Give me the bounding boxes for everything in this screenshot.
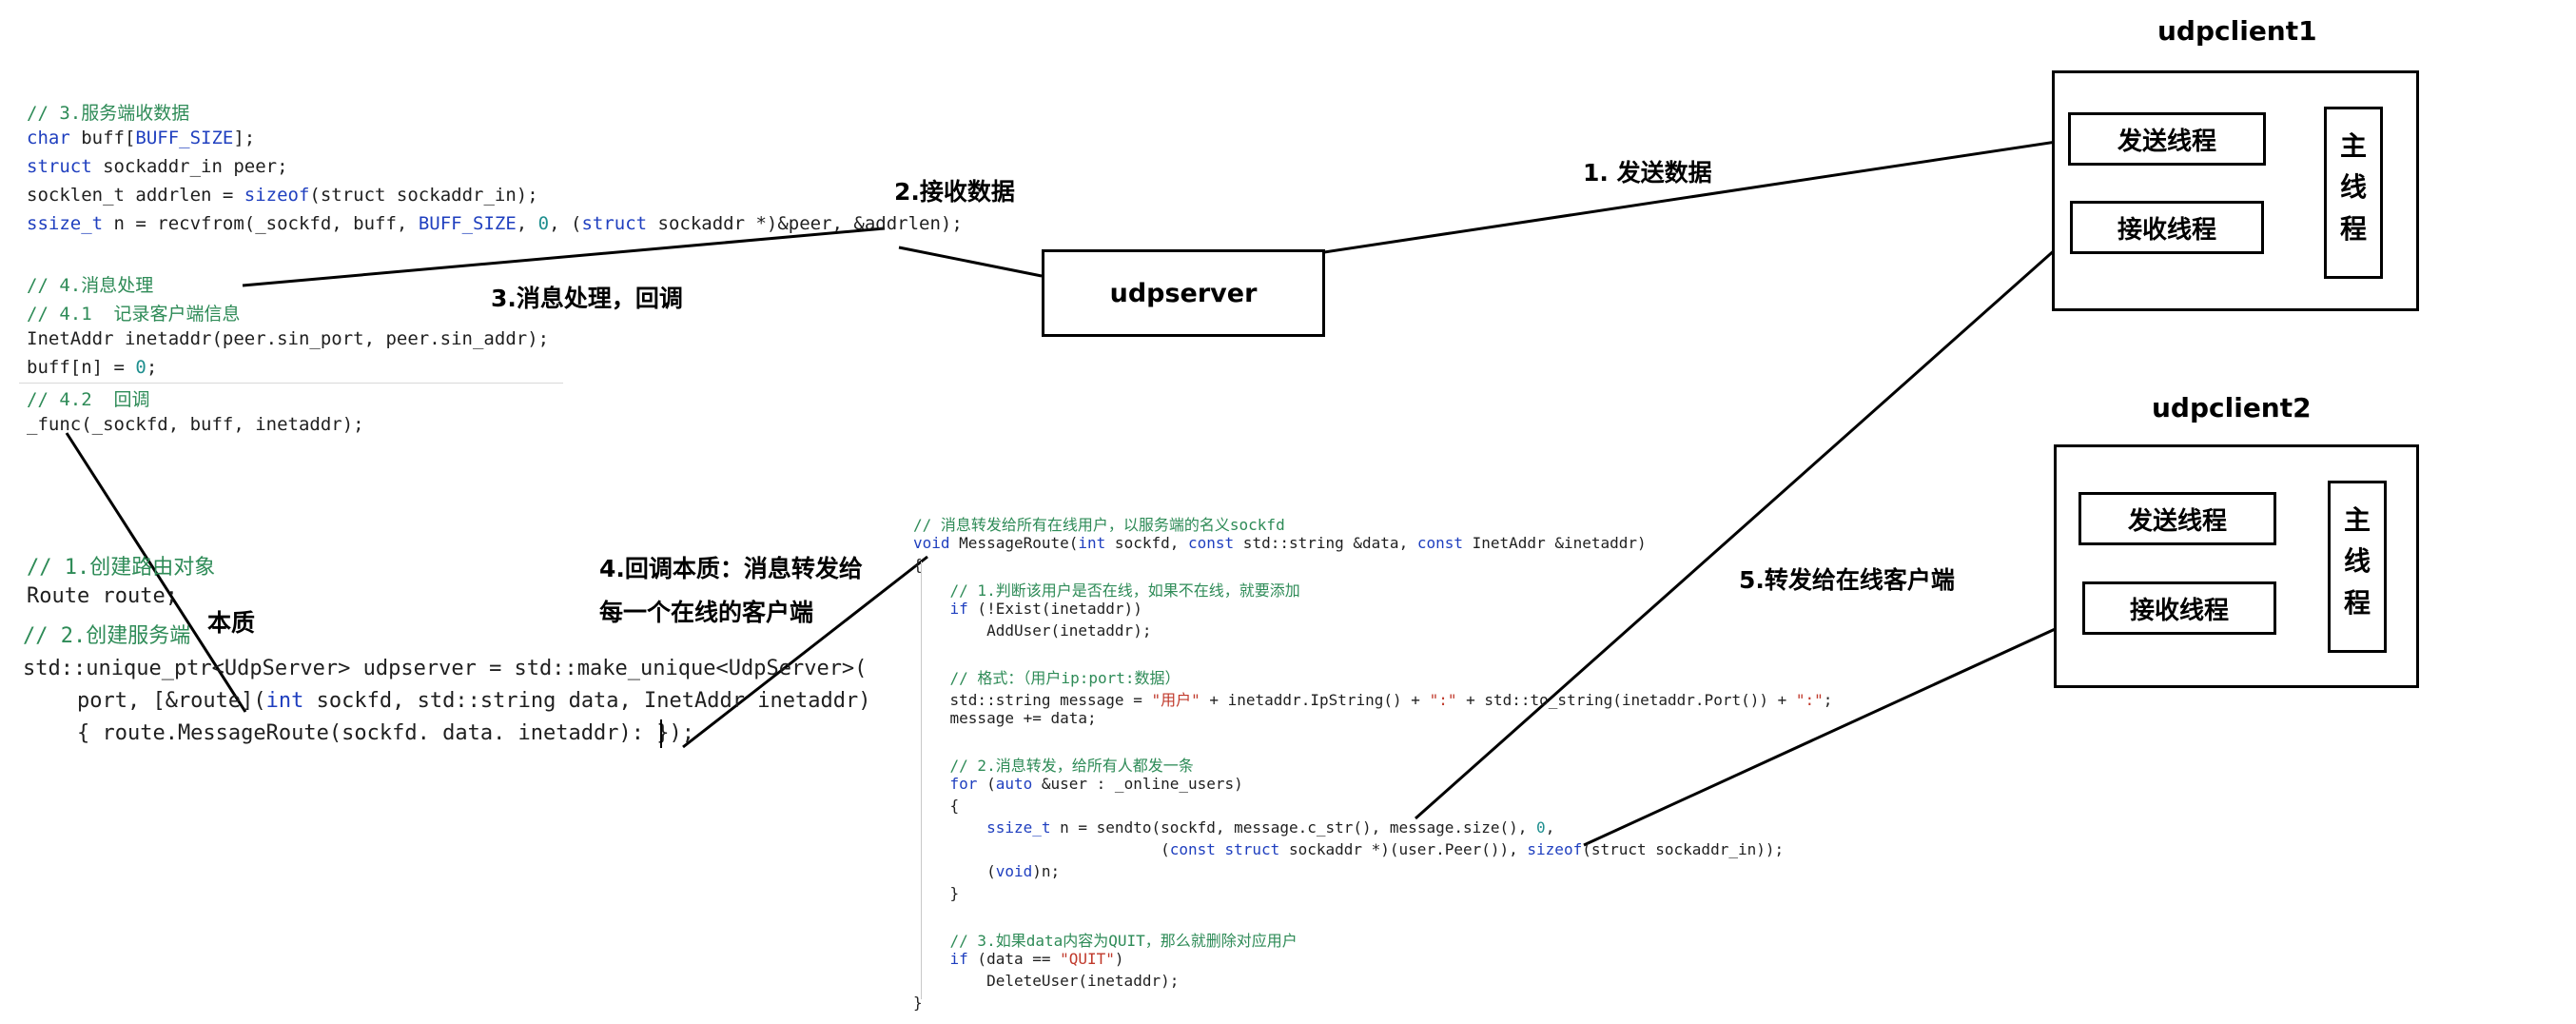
udpclient1-title: udpclient1 [2157,15,2317,47]
code-line: std::string message = "用户" + inetaddr.Ip… [913,691,1833,709]
cursor [660,719,662,748]
code-block-recv: // 3.服务端收数据 char buff[BUFF_SIZE]; struct… [27,99,963,246]
code-line: char buff[BUFF_SIZE]; [27,128,256,148]
udpclient2-main-thread: 主线程 [2343,504,2371,619]
code-line: AddUser(inetaddr); [913,621,1152,640]
code-block-message-route: // 消息转发给所有在线用户，以服务端的名义sockfd void Messag… [913,512,1832,1012]
code-block-create: // 1.创建路由对象 Route route; // 2.创建服务端 std:… [23,550,870,745]
udpclient2-main-thread-box [2328,481,2387,653]
code-line: Route route; [27,584,178,608]
line-forward-client1 [1415,231,2075,820]
udpclient2-recv-thread: 接收线程 [2129,596,2229,625]
code-line: // 1.创建路由对象 [27,556,216,580]
label-callback-essence-2: 每一个在线的客户端 [599,599,814,626]
code-line: // 消息转发给所有在线用户，以服务端的名义sockfd [913,516,1285,534]
udpserver-box [1042,249,1325,337]
udpclient2-recv-thread-box [2082,581,2276,635]
code-line: socklen_t addrlen = sizeof(struct sockad… [27,185,538,206]
label-recv-data: 2.接收数据 [894,178,1015,206]
code-line: if (!Exist(inetaddr)) [949,600,1142,618]
line-send-data [1323,136,2082,254]
udpserver-label: udpserver [1109,278,1258,308]
udpclient1-main-thread-box [2324,107,2383,279]
udpclient1-recv-thread-box [2070,201,2264,254]
code-line: _func(_sockfd, buff, inetaddr); [27,414,364,435]
code-gutter-line [921,561,922,999]
code-line: // 3.如果data内容为QUIT，那么就删除对应用户 [913,932,1298,950]
code-line: ssize_t n = recvfrom(_sockfd, buff, BUFF… [27,213,963,234]
line-process-callback [242,226,886,287]
code-line: DeleteUser(inetaddr); [913,972,1180,990]
code-line: message += data; [913,709,1097,727]
udpclient2-send-thread-box [2078,492,2276,545]
label-forward-online: 5.转发给在线客户端 [1739,566,1955,594]
code-line: // 格式：（用户ip:port:数据） [913,669,1181,687]
line-recv-data [898,246,1043,278]
code-line: { [913,556,923,574]
code-line: // 4.1 记录客户端信息 [27,304,241,325]
label-send-data: 1. 发送数据 [1583,159,1712,187]
code-line: ssize_t n = sendto(sockfd, message.c_str… [986,818,1555,837]
udpclient1-main-thread: 主线程 [2339,130,2367,245]
line-callback-essence [682,555,928,749]
code-line: // 4.消息处理 [27,275,154,296]
code-line: } [913,994,923,1012]
code-line: InetAddr inetaddr(peer.sin_port, peer.si… [27,328,550,349]
divider [19,383,563,384]
code-line: // 2.消息转发，给所有人都发一条 [913,757,1194,775]
code-line: port, [&route](int sockfd, std::string d… [27,689,871,713]
code-line: buff[n] = 0; [27,357,158,378]
code-line: // 4.2 回调 [27,389,150,410]
code-line: std::unique_ptr<UdpServer> udpserver = s… [23,657,868,680]
code-line: (const struct sockaddr *)(user.Peer()), … [913,840,1785,858]
label-callback-essence-1: 4.回调本质：消息转发给 [599,555,863,582]
udpclient1-send-thread: 发送线程 [2117,127,2216,156]
udpclient2-title: udpclient2 [2152,392,2312,423]
udpclient1-send-thread-box [2068,112,2266,166]
code-block-process: // 4.消息处理 // 4.1 记录客户端信息 InetAddr inetad… [27,271,549,439]
code-line: { route.MessageRoute(sockfd. data. ineta… [27,721,694,745]
label-process-callback: 3.消息处理，回调 [491,285,683,312]
code-line: // 1.判断该用户是否在线，如果不在线，就要添加 [913,581,1300,600]
code-line: void MessageRoute(int sockfd, const std:… [913,534,1647,552]
code-line: { [913,797,960,815]
line-forward-client2 [1583,619,2075,847]
code-line: struct sockaddr_in peer; [27,156,288,177]
udpclient2-send-thread: 发送线程 [2127,506,2227,536]
code-line: // 3.服务端收数据 [27,103,190,124]
code-line: if (data == "QUIT") [949,950,1124,968]
code-line: (void)n; [913,862,1061,880]
code-line: for (auto &user : _online_users) [949,775,1243,793]
code-line: } [913,884,960,902]
label-essence: 本质 [207,609,256,637]
line-essence [65,432,247,713]
code-line: // 2.创建服务端 [23,624,191,648]
udpclient1-recv-thread: 接收线程 [2117,215,2216,245]
